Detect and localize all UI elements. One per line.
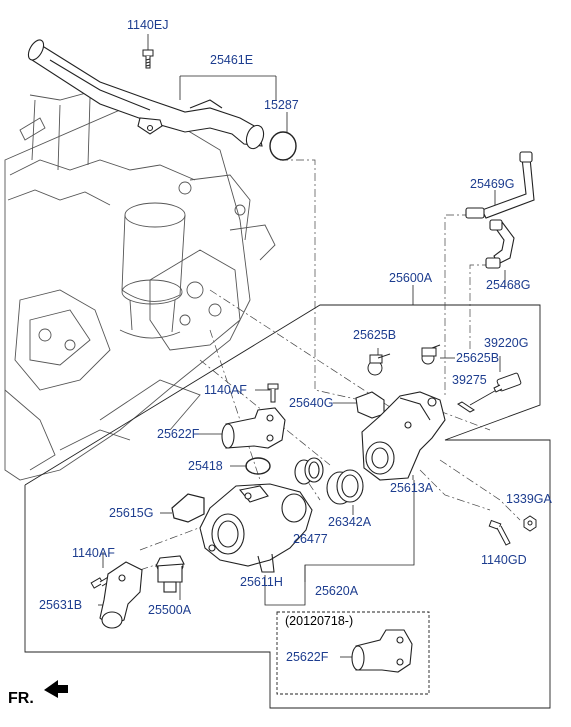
label-25500a: 25500A (148, 603, 192, 617)
label-25615g: 25615G (109, 506, 154, 520)
thermostat-housing-25613a-icon (361, 391, 446, 481)
inset-date-note: (20120718-) (285, 614, 354, 628)
label-1140gd: 1140GD (481, 553, 527, 567)
clip-39275-icon (457, 401, 475, 413)
label-25622f: 25622F (157, 427, 200, 441)
label-25469g: 25469G (470, 177, 515, 191)
label-25611h: 25611H (240, 575, 283, 589)
label-25613a: 25613A (390, 481, 434, 495)
temperature-sensor-39220g-icon (493, 372, 522, 393)
hose-25468g-icon (485, 219, 515, 269)
label-25625b-left: 25625B (353, 328, 397, 342)
coolant-fitting-25622f-icon (221, 407, 286, 449)
label-25631b: 25631B (39, 598, 83, 612)
label-25622f-new: 25622F (286, 650, 329, 664)
plug-25625b-right-icon (421, 344, 441, 365)
hose-25469g-icon (465, 151, 535, 219)
label-1140ej: 1140EJ (127, 18, 169, 32)
front-direction-arrow-icon (44, 680, 68, 698)
label-26342a: 26342A (328, 515, 372, 529)
gasket-25640g-icon (355, 391, 385, 419)
gasket-25615g-icon (171, 493, 205, 523)
alignment-lines (109, 159, 521, 581)
engine-block-illustration (4, 91, 276, 481)
seal-26342a-icon (326, 469, 364, 505)
oring-15287-icon (269, 131, 297, 161)
oring-25418-icon (245, 457, 271, 475)
label-26477: 26477 (293, 532, 328, 546)
bolt-1140af-top-icon (267, 383, 279, 403)
coolant-fitting-25622f-new-icon (351, 629, 413, 673)
label-25600a: 25600A (389, 271, 433, 285)
thermostat-housing-25611h-icon (199, 483, 313, 573)
label-1140af-left: 1140AF (72, 546, 115, 560)
label-25620a: 25620A (315, 584, 359, 598)
label-1140af-top: 1140AF (204, 383, 247, 397)
label-15287: 15287 (264, 98, 299, 112)
coolant-pipe-25461e-icon (27, 39, 265, 150)
label-1339ga: 1339GA (506, 492, 552, 506)
bolt-1140gd-icon (488, 519, 511, 546)
label-39275: 39275 (452, 373, 487, 387)
cover-25631b-icon (99, 561, 143, 629)
label-25625b-right: 25625B (456, 351, 500, 365)
assembly-25600a-outline (24, 304, 551, 709)
pipe-26477-icon (294, 457, 324, 485)
plug-25625b-icon (367, 353, 391, 376)
label-39220g: 39220G (484, 336, 529, 350)
label-25640g: 25640G (289, 396, 334, 410)
bolt-1140ej-icon (142, 49, 154, 69)
front-direction-label: FR. (8, 690, 34, 707)
nut-1339ga-icon (523, 515, 537, 532)
label-25418: 25418 (188, 459, 223, 473)
thermostat-25500a-icon (155, 555, 185, 593)
label-25468g: 25468G (486, 278, 531, 292)
label-25461e: 25461E (210, 53, 254, 67)
